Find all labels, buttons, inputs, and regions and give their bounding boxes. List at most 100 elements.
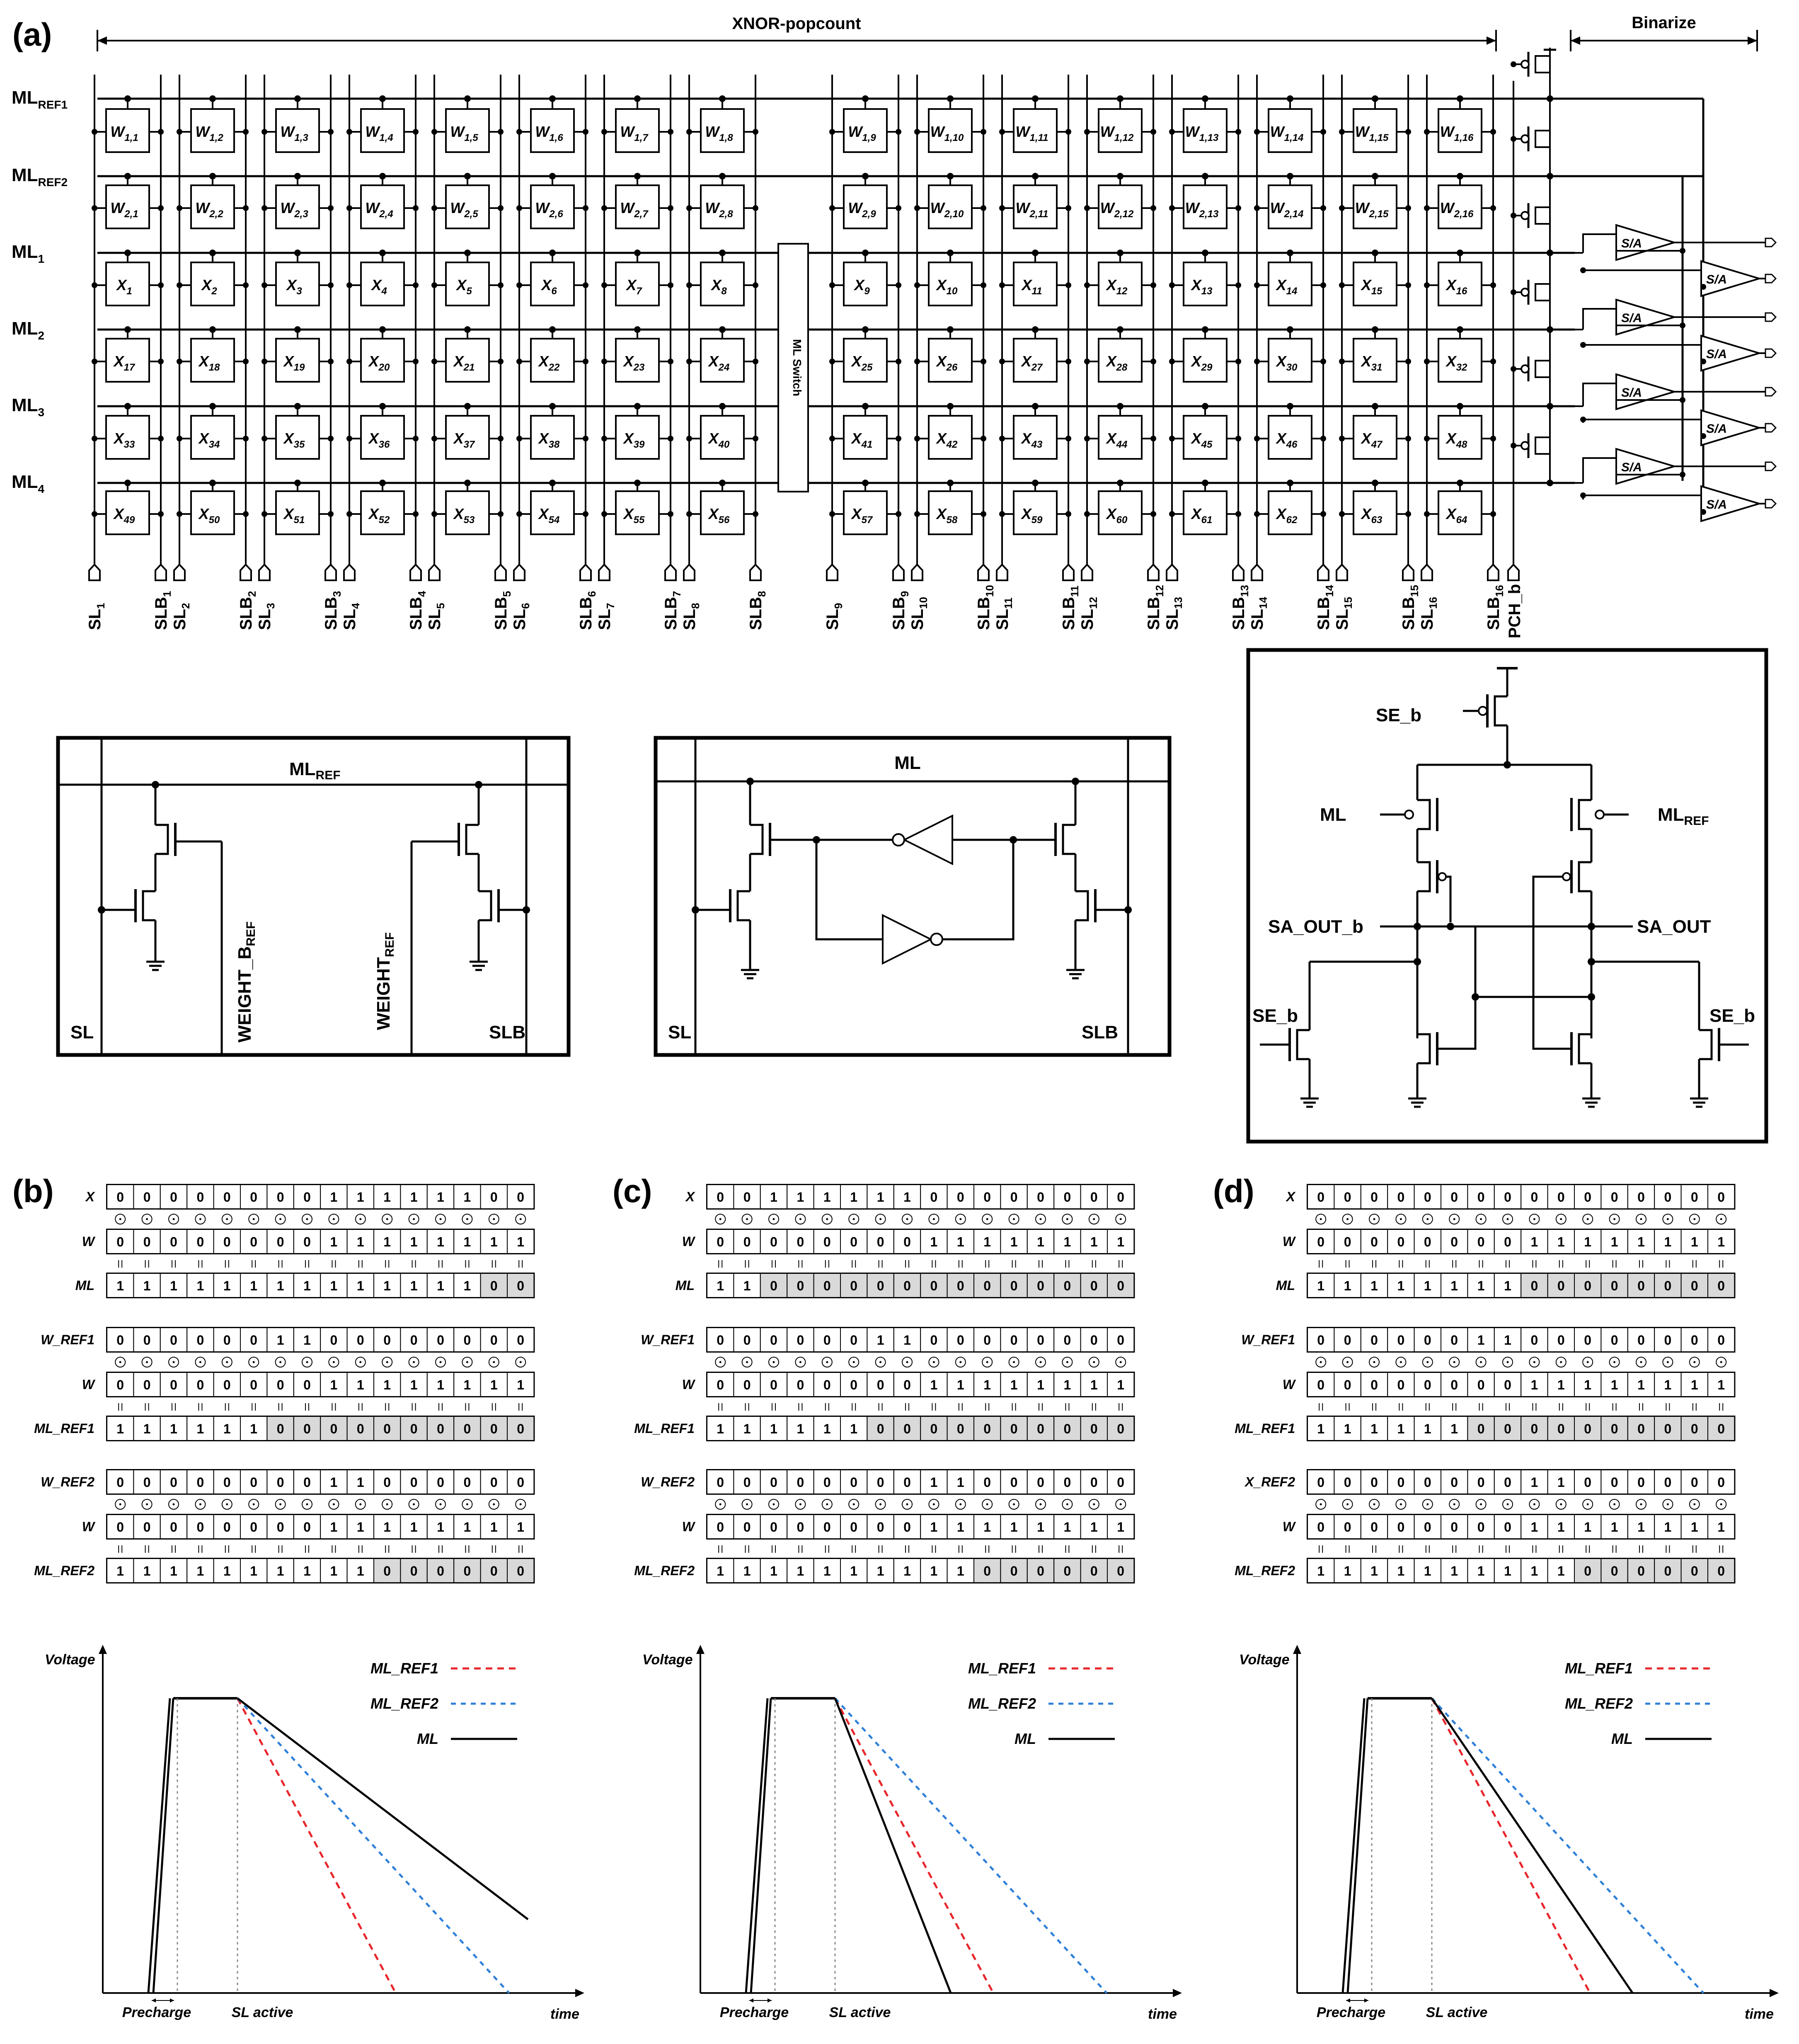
input-cell-45-ml-node	[1202, 403, 1208, 410]
input-cell-2-sl-node	[177, 282, 182, 288]
bit-value: 0	[517, 1475, 524, 1490]
input-cell-7	[615, 262, 660, 306]
bit-cell	[1334, 1514, 1361, 1539]
bit-value: 0	[1691, 1190, 1698, 1205]
bit-value: 0	[1397, 1190, 1405, 1205]
bit-cell	[1107, 1514, 1135, 1539]
bit-cell	[453, 1372, 481, 1397]
input-cell-3-ml-node	[294, 250, 301, 256]
input-cell-56	[700, 490, 745, 535]
weight-cell-2-3	[275, 184, 320, 229]
bit-value: 0	[1010, 1564, 1018, 1578]
bit-cell	[373, 1273, 401, 1298]
inv-loop-left	[815, 839, 893, 941]
bit-cell	[1680, 1372, 1709, 1397]
time-label-1: time	[1148, 2006, 1177, 2022]
precharge-pmos-4	[1535, 276, 1551, 330]
slb-label-5: SLB5	[492, 591, 513, 630]
input-cell-56-slb-node	[753, 511, 758, 517]
bit-value: 0	[930, 1278, 938, 1293]
input-cell-57-sl-node	[829, 511, 835, 517]
weight-cell-2-10-label: W2,10	[930, 199, 964, 220]
bit-value: 0	[1584, 1421, 1591, 1436]
inverter-bottom	[882, 914, 933, 965]
bit-value: 0	[223, 1234, 231, 1249]
bit-value: 1	[383, 1234, 391, 1249]
bit-value: 1	[357, 1190, 364, 1205]
input-cell-36-slb-node	[413, 436, 419, 441]
sense-amp-b-2-label: S/A	[1706, 347, 1727, 361]
sense-amp-b-3	[1700, 409, 1762, 446]
ref-slb-label: SLB	[489, 1022, 525, 1043]
precharge-ramp-a-1	[745, 1698, 769, 1993]
sense-amp-a-1-label: S/A	[1621, 237, 1642, 250]
bit-cell	[160, 1327, 188, 1352]
xnor-op-dot	[519, 1361, 522, 1363]
bit-cell	[107, 1514, 134, 1539]
bit-cell	[1107, 1558, 1135, 1583]
bit-cell	[400, 1372, 428, 1397]
table-1-row-5-label: ML_REF1	[634, 1421, 695, 1436]
bit-value: 1	[1424, 1421, 1431, 1436]
bit-value: 0	[1317, 1475, 1324, 1490]
bit-value: 0	[170, 1190, 177, 1205]
sa-xnl-gate-wire	[1437, 997, 1477, 1050]
bit-cell	[346, 1469, 374, 1494]
bit-value: 1	[437, 1377, 444, 1392]
bit-value: 1	[770, 1564, 777, 1578]
xnor-op-dot	[1640, 1503, 1642, 1506]
bit-value: 1	[717, 1564, 724, 1578]
weight-cell-1-14	[1268, 108, 1312, 153]
bit-value: 1	[957, 1520, 964, 1535]
input-cell-44-ml-node	[1117, 403, 1123, 410]
xnor-op-dot	[1399, 1218, 1402, 1220]
input-cell-62	[1268, 490, 1312, 535]
ref-cell-frame	[56, 736, 571, 1057]
x-arrow-1	[1173, 1989, 1182, 1997]
input-cell-16-ml-node	[1457, 250, 1463, 256]
sram-right-upper-ch	[1062, 824, 1075, 855]
input-cell-14-ml-node	[1287, 250, 1293, 256]
sram-left-sl-node	[692, 906, 699, 914]
bit-value: 0	[903, 1475, 911, 1490]
xnor-op-dot	[1013, 1503, 1015, 1506]
bit-value: 0	[303, 1377, 311, 1392]
ml-label-0: MLREF1	[12, 87, 68, 111]
input-cell-64	[1438, 490, 1482, 535]
pc-arrow-l-1	[749, 1998, 753, 2003]
input-cell-4-ml-node	[379, 250, 386, 256]
slb-pin-9	[892, 563, 905, 581]
bit-cell	[133, 1327, 161, 1352]
bit-value: 0	[1477, 1234, 1485, 1249]
sa-ml-label: ML	[1320, 805, 1346, 825]
input-cell-1-slb-node	[158, 282, 164, 288]
binarize-label: Binarize	[1632, 14, 1696, 32]
input-cell-21	[445, 338, 490, 383]
input-cell-46-slb-node	[1320, 436, 1326, 441]
weight-cell-1-16	[1438, 108, 1482, 153]
input-cell-35-slb-node	[328, 436, 334, 441]
sl-pin-13	[1166, 563, 1178, 581]
bit-cell	[1600, 1327, 1628, 1352]
weight-cell-2-4-slb-node	[413, 205, 419, 211]
input-cell-22-ml-node	[549, 326, 556, 333]
bit-value: 0	[490, 1190, 498, 1205]
xnor-op-dot	[146, 1503, 148, 1506]
bit-value: 1	[1037, 1377, 1044, 1392]
bit-value: 1	[1691, 1377, 1698, 1392]
sa-out-label: SA_OUT	[1637, 917, 1711, 937]
input-cell-36	[360, 415, 405, 460]
table-0-row-6-label: W_REF2	[41, 1474, 94, 1489]
weight-cell-2-13-slb-node	[1235, 205, 1241, 211]
xnor-op-dot	[493, 1361, 495, 1363]
xnor-op-dot	[1320, 1218, 1322, 1220]
table-0-row-0-label: X	[85, 1189, 95, 1204]
bit-value: 0	[1037, 1564, 1044, 1578]
bit-cell	[787, 1558, 814, 1583]
slb-pin-13	[1232, 563, 1245, 581]
weight-cell-2-1-label: W2,1	[110, 199, 138, 220]
input-cell-56-label: X56	[708, 505, 730, 526]
bit-value: 1	[250, 1278, 257, 1293]
bit-value: 0	[197, 1377, 204, 1392]
bit-cell	[107, 1416, 134, 1441]
